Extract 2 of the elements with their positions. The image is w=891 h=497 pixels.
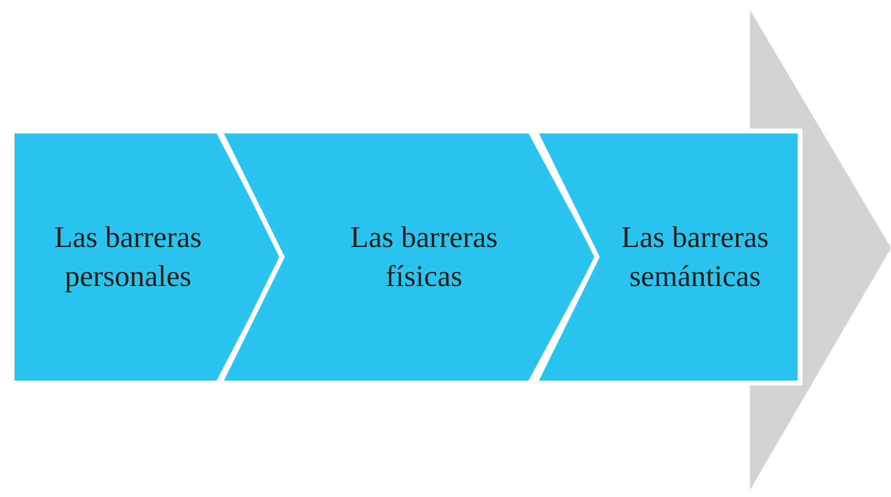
- step-label: Las barreras físicas: [349, 220, 499, 295]
- step-label: Las barreras semánticas: [620, 220, 770, 295]
